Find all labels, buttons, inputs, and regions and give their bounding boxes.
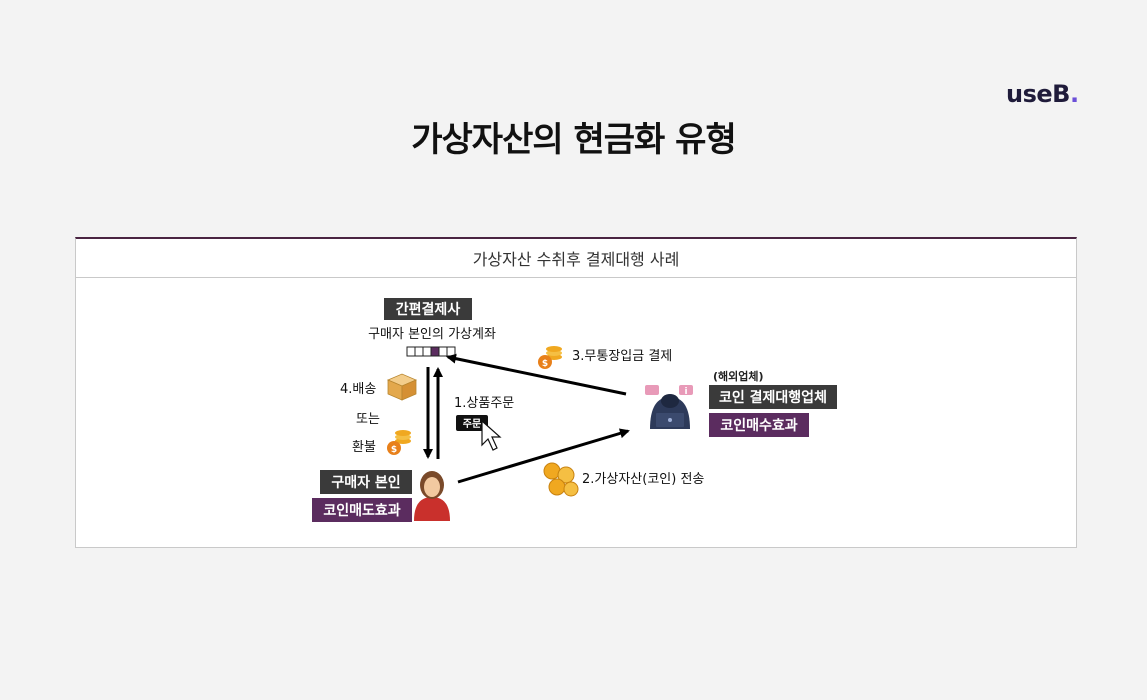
svg-text:구매자 본인: 구매자 본인	[331, 474, 400, 491]
svg-text:코인매수효과: 코인매수효과	[720, 417, 797, 434]
svg-text:$: $	[542, 359, 548, 369]
step2-transfer-label: 2.가상자산(코인) 전송	[582, 472, 704, 487]
refund-coins-icon: $	[387, 430, 411, 455]
agent-tag: 코인 결제대행업체	[709, 385, 837, 409]
deposit-coins-icon: $	[538, 346, 562, 369]
easy-pay-tag: 간편결제사	[384, 298, 472, 320]
step3-deposit-label: 3.무통장입금 결제	[572, 349, 672, 364]
crypto-coins-icon	[544, 463, 578, 496]
buyer-effect-tag: 코인매도효과	[312, 498, 412, 522]
buyer-person-icon	[414, 471, 450, 521]
agent-effect-tag: 코인매수효과	[709, 413, 809, 437]
svg-text:코인매도효과: 코인매도효과	[323, 502, 400, 519]
agent-overseas-note: (해외업체)	[713, 369, 764, 383]
svg-text:코인 결제대행업체: 코인 결제대행업체	[719, 389, 827, 406]
brand-logo: useB.	[1006, 80, 1079, 108]
flow-diagram: 간편결제사 구매자 본인의 가상계좌 4.배송 또는 환불	[76, 239, 1076, 548]
svg-text:$: $	[391, 445, 397, 455]
svg-text:i: i	[684, 387, 687, 397]
buyer-tag: 구매자 본인	[320, 470, 412, 494]
svg-text:주문: 주문	[463, 418, 481, 430]
package-box-icon	[388, 374, 416, 400]
step4-delivery-label: 4.배송	[340, 382, 376, 397]
step4-or-label: 또는	[356, 412, 380, 427]
hacker-agent-icon: i	[645, 385, 693, 429]
svg-text:간편결제사: 간편결제사	[396, 301, 461, 318]
virtual-account-icon	[407, 347, 455, 356]
step1-order-label: 1.상품주문	[454, 396, 514, 411]
page-title: 가상자산의 현금화 유형	[0, 112, 1147, 161]
step4-refund-label: 환불	[352, 440, 376, 455]
mouse-cursor-icon	[482, 421, 500, 450]
virtual-account-label: 구매자 본인의 가상계좌	[368, 327, 496, 342]
diagram-panel: 가상자산 수취후 결제대행 사례 간편결제사 구매자 본인의 가상계좌 4.배송	[75, 237, 1077, 548]
